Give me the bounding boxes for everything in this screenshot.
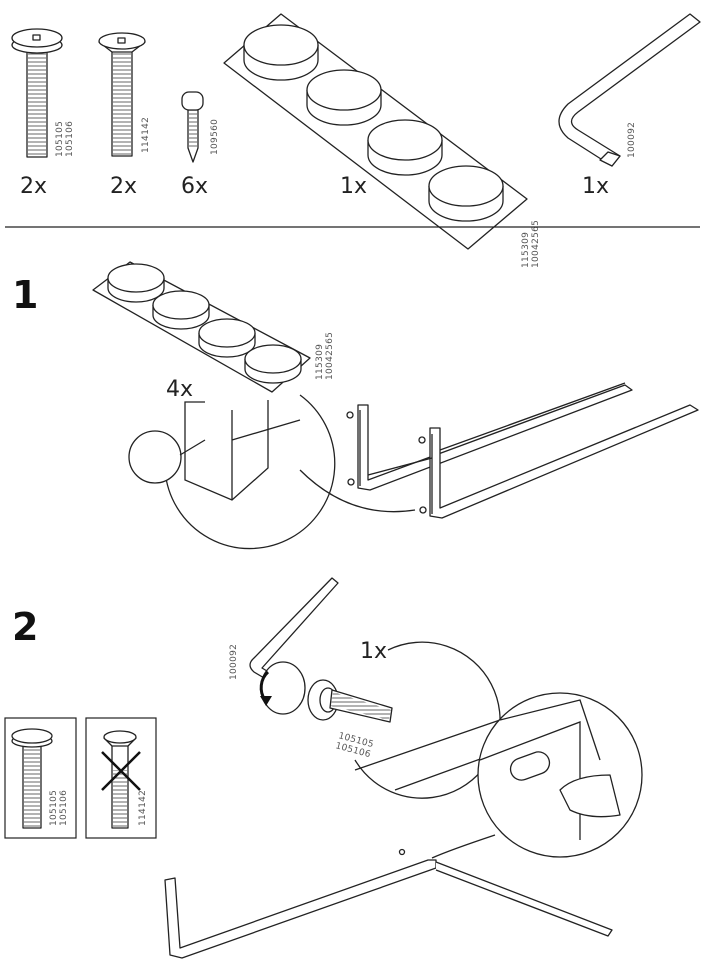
- step2-allen-key: 100092: [229, 577, 339, 715]
- part-code: 10042565: [531, 220, 541, 268]
- part-code: 114142: [138, 790, 148, 826]
- part-wood-screw-109560: 109560 6x: [181, 91, 220, 199]
- part-code: 109560: [210, 119, 220, 155]
- step1-felt-pads-sheet: 115309 10042565: [92, 261, 335, 393]
- part-code: 105106: [59, 790, 69, 826]
- step2-detail-circle-2: [431, 692, 643, 859]
- part-quantity: 1x: [340, 174, 367, 199]
- part-code: 105106: [65, 121, 75, 157]
- step2-frame: [164, 848, 613, 959]
- part-felt-pads-sheet: 115309 10042565 1x: [223, 13, 541, 268]
- part-bolt-105105: 105105 105106 2x: [11, 28, 75, 199]
- step1-leg-detail-circle: [128, 394, 416, 550]
- part-code: 115309: [521, 232, 531, 268]
- part-code: 115309: [315, 344, 325, 380]
- correct-bolt-box: 105105 105106: [4, 717, 77, 839]
- part-quantity: 6x: [181, 174, 208, 199]
- part-code: 100092: [627, 122, 637, 158]
- step1-frame: [346, 382, 699, 519]
- part-code: 100092: [229, 644, 239, 680]
- wrong-screw-box: 114142: [85, 717, 157, 839]
- step2-bolt: 105105 105106: [307, 679, 393, 760]
- part-code: 105105: [55, 121, 65, 157]
- quantity-label: 4x: [166, 377, 193, 402]
- step-number: 1: [12, 273, 38, 317]
- part-allen-key-100092: 100092 1x: [558, 13, 701, 199]
- part-code: 114142: [141, 117, 151, 153]
- prohibited-x-icon: [101, 751, 141, 791]
- part-quantity: 2x: [110, 174, 137, 199]
- part-screw-114142: 114142 2x: [98, 32, 151, 199]
- part-quantity: 2x: [20, 174, 47, 199]
- step-number: 2: [12, 605, 38, 649]
- part-quantity: 1x: [582, 174, 609, 199]
- quantity-label: 1x: [360, 639, 387, 664]
- part-code: 105105: [49, 790, 59, 826]
- part-code: 10042565: [325, 332, 335, 380]
